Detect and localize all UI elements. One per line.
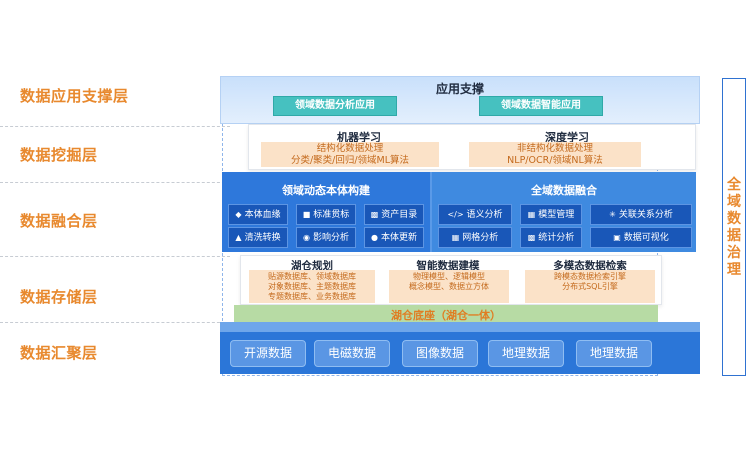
retrieval-box[interactable]: 跨模态数据检索引擎 分布式SQL引擎 — [525, 270, 655, 303]
lake-planning-title: 湖仓规划 — [291, 260, 333, 272]
ml-title: 机器学习 — [337, 131, 381, 144]
sources-band: 开源数据 电磁数据 图像数据 地理数据 地理数据 — [220, 322, 700, 374]
fuse-item-update[interactable]: ●本体更新 — [364, 227, 424, 248]
fuse-item-visual[interactable]: ▣数据可视化 — [590, 227, 692, 248]
lake-planning-box[interactable]: 贴源数据库、领域数据库 对象数据库、主题数据库 专题数据库、业务数据库 — [249, 270, 375, 303]
source-open[interactable]: 开源数据 — [230, 340, 306, 367]
refresh-icon: ● — [371, 233, 378, 242]
app-box-intelligence[interactable]: 领域数据智能应用 — [479, 96, 603, 116]
share-icon: ◆ — [235, 210, 242, 219]
bar-chart-icon: ▣ — [613, 233, 621, 242]
lake-line-1: 贴源数据库、领域数据库 — [268, 272, 356, 281]
lake-line-2: 对象数据库、主题数据库 — [268, 282, 356, 291]
dl-title: 深度学习 — [545, 131, 589, 144]
lakehouse-band: 湖仓底座（湖仓一体） — [234, 305, 658, 323]
network-icon: ✳ — [609, 210, 616, 219]
modeling-title: 智能数据建模 — [416, 260, 480, 272]
dl-box[interactable]: 非结构化数据处理 NLP/OCR/领域NL算法 — [469, 142, 641, 167]
chart-icon: ▩ — [527, 233, 536, 242]
fuse-item-lineage[interactable]: ◆本体血缘 — [228, 204, 288, 225]
cube-icon: ▦ — [527, 210, 536, 219]
lakehouse-title: 湖仓底座（湖仓一体） — [391, 309, 501, 322]
fuse-item-relation[interactable]: ✳关联关系分析 — [590, 204, 692, 225]
layer-label-app: 数据应用支撑层 — [20, 87, 129, 105]
fuse-item-cleanse[interactable]: ▲清洗转换 — [228, 227, 288, 248]
source-image[interactable]: 图像数据 — [402, 340, 478, 367]
separator — [0, 256, 230, 257]
app-box-analysis[interactable]: 领域数据分析应用 — [273, 96, 397, 116]
separator — [0, 322, 230, 323]
search-line-1: 跨模态数据检索引擎 — [554, 272, 626, 281]
fuse-item-catalog[interactable]: ▩资产目录 — [364, 204, 424, 225]
mining-band: 机器学习 结构化数据处理 分类/聚类/回归/领域ML算法 深度学习 非结构化数据… — [248, 124, 696, 170]
modeling-box[interactable]: 物理模型、逻辑模型 概念模型、数据立方体 — [389, 270, 509, 303]
governance-side-bar: 全域数据治理 — [722, 78, 746, 376]
ontology-title: 领域动态本体构建 — [282, 184, 370, 197]
ontology-panel: 领域动态本体构建 ◆本体血缘 ■标准贯标 ▩资产目录 ▲清洗转换 ◉影响分析 ●… — [222, 172, 430, 252]
transform-icon: ▲ — [235, 233, 242, 242]
layer-label-aggregation: 数据汇聚层 — [20, 344, 98, 362]
fusion-panel: 全域数据融合 </>语义分析 ▦模型管理 ✳关联关系分析 ▦网格分析 ▩统计分析… — [432, 172, 696, 252]
ml-line-1: 结构化数据处理 — [316, 143, 384, 154]
source-electromagnetic[interactable]: 电磁数据 — [314, 340, 390, 367]
storage-band: 湖仓规划 贴源数据库、领域数据库 对象数据库、主题数据库 专题数据库、业务数据库… — [240, 255, 662, 305]
layer-label-fusion: 数据融合层 — [20, 212, 98, 230]
fusion-title: 全域数据融合 — [531, 184, 597, 197]
model-line-1: 物理模型、逻辑模型 — [413, 272, 485, 281]
application-title: 应用支撑 — [435, 82, 484, 96]
grid-icon: ▦ — [451, 233, 460, 242]
fuse-item-model[interactable]: ▦模型管理 — [520, 204, 582, 225]
fuse-item-impact[interactable]: ◉影响分析 — [296, 227, 356, 248]
analysis-icon: ◉ — [303, 233, 310, 242]
separator — [0, 126, 230, 127]
folder-icon: ▩ — [370, 210, 379, 219]
separator — [0, 182, 230, 183]
fuse-item-standard[interactable]: ■标准贯标 — [296, 204, 356, 225]
fuse-item-stats[interactable]: ▩统计分析 — [520, 227, 582, 248]
fuse-item-semantic[interactable]: </>语义分析 — [438, 204, 512, 225]
governance-label: 全域数据治理 — [727, 177, 741, 278]
model-line-2: 概念模型、数据立方体 — [409, 282, 489, 291]
dl-line-1: 非结构化数据处理 — [516, 143, 593, 154]
lake-line-3: 专题数据库、业务数据库 — [268, 292, 356, 301]
dl-line-2: NLP/OCR/领域NL算法 — [507, 154, 603, 166]
ml-box[interactable]: 结构化数据处理 分类/聚类/回归/领域ML算法 — [261, 142, 439, 167]
sources-band-top — [220, 322, 700, 332]
fusion-band: 领域动态本体构建 ◆本体血缘 ■标准贯标 ▩资产目录 ▲清洗转换 ◉影响分析 ●… — [222, 172, 696, 252]
retrieval-title: 多模态数据检索 — [553, 260, 627, 272]
ml-line-2: 分类/聚类/回归/领域ML算法 — [290, 154, 410, 166]
fuse-item-grid[interactable]: ▦网格分析 — [438, 227, 512, 248]
layer-label-storage: 数据存储层 — [20, 288, 98, 306]
source-geo-1[interactable]: 地理数据 — [488, 340, 564, 367]
application-support-band: 应用支撑 领域数据分析应用 领域数据智能应用 — [220, 76, 700, 124]
search-line-2: 分布式SQL引擎 — [562, 282, 618, 291]
source-geo-2[interactable]: 地理数据 — [576, 340, 652, 367]
document-icon: ■ — [302, 210, 311, 219]
layer-label-mining: 数据挖掘层 — [20, 146, 98, 164]
code-icon: </> — [447, 210, 464, 219]
